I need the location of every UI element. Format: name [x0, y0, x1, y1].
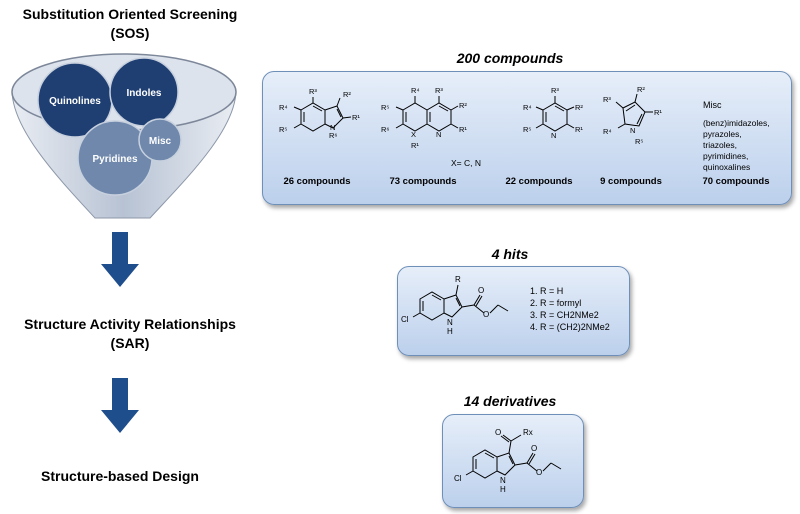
derivative-indole-structure: O Rx O O Cl N H: [454, 428, 562, 494]
svg-text:R⁵: R⁵: [523, 125, 532, 134]
svg-text:X: X: [411, 130, 416, 139]
svg-text:R³: R³: [435, 86, 443, 95]
group-count: 9 compounds: [600, 176, 662, 187]
indole-scaffold: R⁶ N R² R¹ R³ R⁴ R⁵: [279, 87, 360, 140]
sbd-title: Structure-based Design: [41, 468, 199, 484]
hits-panel-title: 4 hits: [491, 246, 529, 262]
misc-item: pyrimidines,: [703, 151, 749, 161]
group-count: 22 compounds: [505, 176, 573, 187]
hit-item: 3. R = CH2NMe2: [530, 310, 599, 320]
svg-text:R⁴: R⁴: [523, 103, 532, 112]
x-note: X= C, N: [451, 158, 481, 168]
svg-text:R²: R²: [637, 85, 645, 94]
svg-text:N: N: [330, 123, 335, 132]
svg-text:R¹: R¹: [411, 141, 419, 150]
sos-title: Substitution Oriented Screening (SOS): [10, 6, 250, 41]
svg-text:O: O: [495, 428, 501, 437]
svg-text:Rx: Rx: [523, 428, 533, 437]
svg-text:R²: R²: [343, 90, 351, 99]
svg-text:R³: R³: [551, 86, 559, 95]
hit-indole-structure: R O O Cl N H: [401, 275, 509, 336]
svg-text:O: O: [483, 310, 489, 319]
svg-text:R¹: R¹: [352, 113, 360, 122]
sos-title-line1: Substitution Oriented Screening: [22, 6, 238, 22]
pyridine-scaffold: R³ R² R¹ R⁴ R⁵ N: [523, 86, 583, 140]
derivatives-panel: O Rx O O Cl N H: [442, 414, 584, 508]
misc-circle: [138, 118, 182, 162]
svg-text:R⁶: R⁶: [329, 131, 338, 140]
svg-text:H: H: [500, 485, 506, 494]
svg-text:R⁴: R⁴: [411, 86, 420, 95]
svg-text:R: R: [455, 275, 461, 284]
svg-text:R⁴: R⁴: [603, 127, 612, 136]
hits-list: 1. R = H 2. R = formyl 3. R = CH2NMe2 4.…: [530, 285, 610, 333]
sar-title-line1: Structure Activity Relationships: [24, 316, 236, 332]
hit-item: 1. R = H: [530, 286, 564, 296]
sar-title: Structure Activity Relationships (SAR): [10, 316, 250, 351]
svg-text:H: H: [447, 327, 453, 336]
svg-text:O: O: [536, 468, 542, 477]
svg-text:N: N: [447, 318, 453, 327]
quinoline-scaffold: R⁴ R³ R² R¹ R⁵ R⁶ X N R¹: [381, 86, 467, 150]
misc-item: triazoles,: [703, 140, 738, 150]
svg-text:Cl: Cl: [454, 474, 462, 483]
svg-text:R²: R²: [575, 103, 583, 112]
compounds-panel: R⁶ N R² R¹ R³ R⁴ R⁵ R⁴ R³ R² R¹ R⁵: [262, 71, 792, 205]
svg-text:R⁵: R⁵: [635, 137, 644, 146]
group-count: 26 compounds: [283, 176, 351, 187]
svg-text:R⁵: R⁵: [381, 103, 390, 112]
arrow-down-icon: [101, 232, 139, 287]
derivatives-panel-title: 14 derivatives: [463, 393, 557, 409]
svg-text:N: N: [500, 476, 506, 485]
misc-title: Misc: [703, 100, 722, 110]
pyridines-label: Pyridines: [92, 154, 137, 165]
hits-panel: R O O Cl N H 1. R = H 2. R = formyl 3. R…: [397, 266, 630, 356]
compounds-panel-title: 200 compounds: [456, 50, 564, 66]
sos-title-line2: (SOS): [110, 25, 150, 41]
svg-text:N: N: [630, 126, 635, 135]
misc-item: quinoxalines: [703, 162, 751, 172]
svg-text:R¹: R¹: [575, 125, 583, 134]
misc-item: (benz)imidazoles,: [703, 118, 770, 128]
svg-text:R²: R²: [459, 101, 467, 110]
indoles-label: Indoles: [126, 88, 161, 99]
group-count: 73 compounds: [389, 176, 457, 187]
svg-text:R⁶: R⁶: [381, 125, 390, 134]
svg-text:Cl: Cl: [401, 315, 409, 324]
svg-text:O: O: [531, 444, 537, 453]
svg-text:O: O: [478, 286, 484, 295]
misc-item: pyrazoles,: [703, 129, 742, 139]
misc-label: Misc: [149, 136, 172, 147]
misc-list: (benz)imidazoles, pyrazoles, triazoles, …: [703, 118, 770, 173]
pyrrole-scaffold: R³ R² R¹ R⁴ N R⁵: [603, 85, 662, 146]
hit-item: 2. R = formyl: [530, 298, 582, 308]
svg-text:R⁵: R⁵: [279, 125, 288, 134]
svg-text:R⁴: R⁴: [279, 103, 288, 112]
svg-text:N: N: [436, 130, 441, 139]
screening-funnel: Quinolines Indoles Pyridines Misc: [11, 53, 237, 219]
svg-text:R³: R³: [603, 95, 611, 104]
quinolines-label: Quinolines: [49, 96, 101, 107]
arrow-down-icon: [101, 378, 139, 433]
hit-item: 4. R = (CH2)2NMe2: [530, 322, 610, 332]
compounds-structures: R⁶ N R² R¹ R³ R⁴ R⁵ R⁴ R³ R² R¹ R⁵: [279, 85, 662, 150]
svg-text:R³: R³: [309, 87, 317, 96]
group-count: 70 compounds: [702, 176, 770, 187]
svg-text:R¹: R¹: [459, 125, 467, 134]
sar-title-line2: (SAR): [110, 335, 150, 351]
svg-text:R¹: R¹: [654, 108, 662, 117]
svg-text:N: N: [551, 131, 556, 140]
